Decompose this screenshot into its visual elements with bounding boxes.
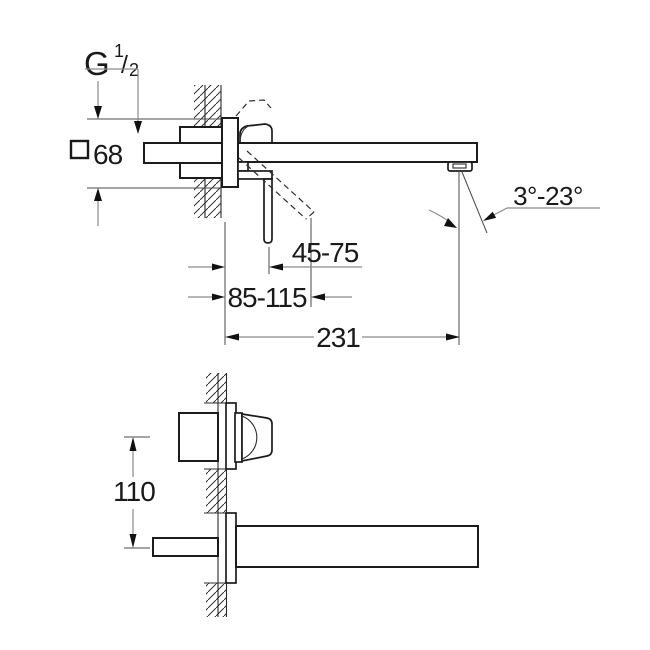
handle-spout-distance-label: 110 [113, 476, 155, 507]
wall2-hatch-lower [206, 583, 227, 617]
dim110-top-arrowhead [129, 437, 137, 451]
plate-width-value: 68 [93, 139, 123, 170]
wall-hatch-upper [194, 85, 221, 128]
spout-supply-pipe-top [152, 537, 219, 557]
angle-leader-arrowhead [483, 211, 497, 221]
top-view: 110 [113, 373, 479, 617]
wall2-hatch-middle [206, 469, 227, 513]
handle-knob-arc [239, 124, 252, 142]
dim110-bottom-arrowhead [129, 534, 137, 548]
dim85115-right-arrowhead [311, 293, 325, 301]
lever-depth-range-label: 45-75 [292, 237, 359, 268]
dim4575-left-arrowhead [212, 263, 225, 271]
dim231-right-arrowhead [446, 333, 460, 341]
thread-size-slash: / [121, 51, 128, 79]
dim85115-left-arrowhead [212, 293, 225, 301]
lever-dashed-inner [238, 157, 307, 220]
rough-in-upper-block [179, 126, 223, 144]
handle-body-top [178, 412, 219, 462]
lever-grip [263, 178, 273, 244]
dim68-lower-arrowhead [94, 188, 102, 201]
thread-size-label: G [84, 45, 110, 82]
handle-knob-top-arc [241, 415, 258, 460]
lever-depth-max-range-label: 85-115 [227, 282, 307, 313]
handle-knob-raised-dashed [235, 99, 272, 117]
thread-size-denominator: 2 [129, 60, 139, 80]
side-view: 3°-23° G 1 / 2 68 45-75 85-115 [69, 41, 600, 353]
aerator-angle-label: 3°-23° [513, 181, 583, 211]
aerator-detail [452, 163, 467, 169]
spout-reach-label: 231 [316, 322, 360, 353]
lever-dashed-outer [246, 150, 315, 213]
spout-side [237, 142, 478, 163]
spout-escutcheon-top [225, 512, 237, 584]
aerator [447, 161, 473, 172]
lever-dashed-tip [305, 211, 315, 220]
spout-top [235, 525, 479, 568]
wall-hatch-lower [194, 177, 221, 218]
lever-base [237, 161, 249, 172]
dim231-left-arrowhead [225, 333, 239, 341]
stream-tilted-line [461, 171, 488, 234]
wall2-hatch-upper [206, 373, 227, 403]
dim4575-right-arrowhead [269, 263, 283, 271]
thread-leader-arrowhead [134, 121, 142, 134]
escutcheon-side [221, 117, 239, 188]
rough-in-lower-block [179, 162, 223, 179]
handle-collar-top [234, 412, 243, 463]
supply-pipe [143, 142, 223, 164]
square-symbol [69, 139, 90, 160]
dim68-upper-arrowhead [94, 106, 102, 119]
angle-arc-arrowhead [444, 218, 457, 228]
handle-knob-side [239, 123, 273, 142]
lever-arm [237, 170, 273, 180]
thread-size-numerator: 1 [114, 41, 124, 61]
